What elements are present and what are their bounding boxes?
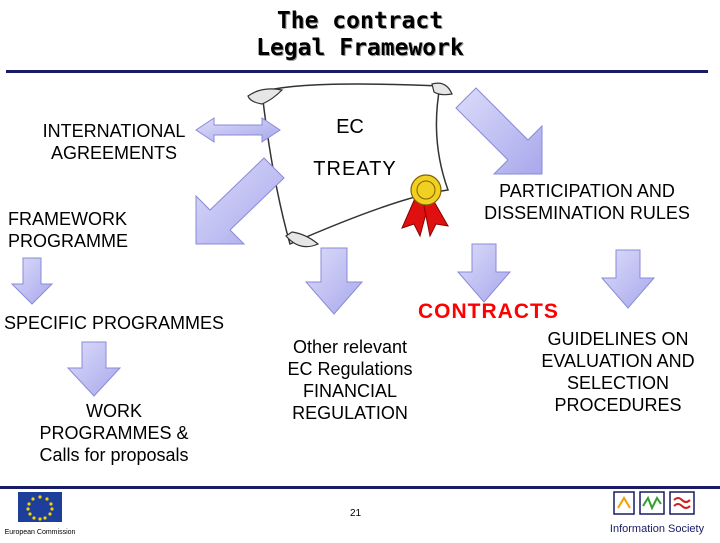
information-society-logo: Information Society [600,490,714,538]
arrow-specific-work [66,341,122,397]
svg-text:Information Society: Information Society [610,523,705,535]
node-treaty: TREATY [313,158,397,180]
arrow-treaty-contracts [304,247,364,315]
node-specific-programmes: SPECIFIC PROGRAMMES [4,313,225,333]
title-line-1: The contract [276,8,444,34]
node-contracts: CONTRACTS [418,300,559,323]
arrow-participation-contracts [456,243,512,303]
arrow-treaty-framework [195,157,285,245]
node-ec: EC [336,116,364,138]
node-work-programmes: WORK PROGRAMMES & Calls for proposals [39,401,189,465]
node-other-regulations: Other relevant EC Regulations FINANCIAL … [287,337,413,423]
arrow-participation-guidelines [600,249,656,309]
treaty-seal-icon [401,174,449,238]
arrow-framework-specific [10,257,54,305]
arrow-international-ec [195,117,281,143]
title-divider [6,70,708,73]
page-number: 21 [350,508,362,519]
node-participation-rules: PARTICIPATION AND DISSEMINATION RULES [484,181,690,223]
node-framework-programme: FRAMEWORK PROGRAMME [8,209,129,251]
treaty-scroll [247,82,453,248]
title-line-2: Legal Framework [256,35,464,61]
svg-text:European Commission: European Commission [5,529,76,536]
node-international-agreements: INTERNATIONAL AGREEMENTS [42,121,186,163]
node-guidelines: GUIDELINES ON EVALUATION AND SELECTION P… [541,329,695,415]
european-commission-logo: European Commission [4,490,76,538]
page-title: The contract Legal Framework [0,8,720,62]
footer-divider [0,486,720,489]
arrow-treaty-participation [455,87,543,175]
